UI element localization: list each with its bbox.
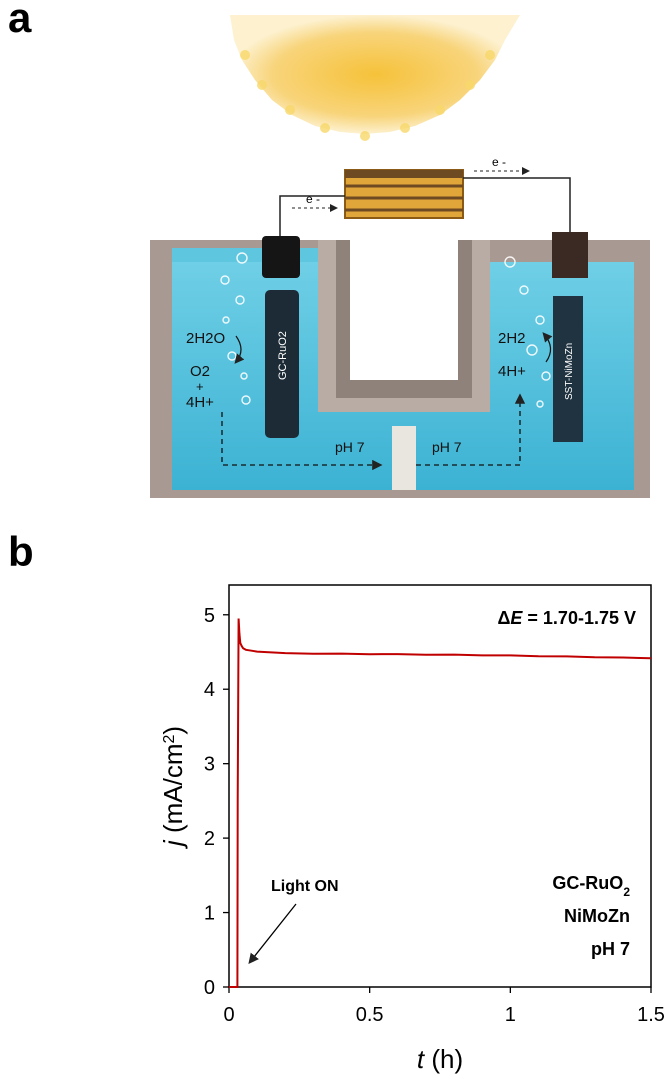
y-tick-label: 3 [204,754,215,776]
legend-line-3: pH 7 [591,939,630,959]
x-tick-label: 1.5 [637,1004,665,1026]
light-on-annotation: Light ON [271,878,339,895]
battery-icon [344,169,464,219]
panel-label-a: a [8,0,32,41]
ph-left-label: pH 7 [335,439,365,455]
anode-electrode: GC-RuO2 [262,236,300,438]
x-axis: 0 0.5 1 1.5 [223,987,665,1026]
plot-area [228,584,652,988]
y-tick-label: 5 [204,605,215,627]
y-axis-label: j (mA/cm2) [158,726,188,849]
legend-line-2: NiMoZn [564,906,630,926]
bubbles [220,202,551,408]
electron-label-left: e - [306,192,320,206]
light-on-arrow [248,903,297,965]
y-axis: 0 1 2 3 4 5 [204,605,229,999]
right-reaction-line2: 4H+ [498,363,526,380]
voltage-annotation: ΔE = 1.70-1.75 V [497,608,636,628]
x-tick-label: 0.5 [356,1004,384,1026]
panel-label-b: b [8,528,34,575]
anode-label: GC-RuO2 [277,331,289,380]
left-reaction-line1: 2H2O [186,330,225,347]
sun-icon [230,15,520,141]
ion-path-right [416,393,526,466]
electrolyzer-diagram: e - e - GC-RuO2 SST-NiMoZn 2H2O O2 + 4H+… [150,15,650,498]
left-reaction-line4: 4H+ [186,394,214,411]
right-wire [463,177,571,232]
electron-label-right: e - [492,155,506,169]
left-wire [279,195,345,236]
current-density-chart: 0 1 2 3 4 5 0 0.5 1 1.5 j (mA/cm2) t (h) ΔE = 1.… [158,584,665,1074]
left-reaction-line2: O2 [190,363,210,380]
ph-right-label: pH 7 [432,439,462,455]
y-tick-label: 0 [204,977,215,999]
y-tick-label: 2 [204,828,215,850]
y-tick-label: 1 [204,903,215,925]
y-tick-label: 4 [204,679,215,701]
x-axis-label: t (h) [417,1044,463,1074]
legend-line-1: GC-RuO2 [552,873,630,899]
cathode-electrode: SST-NiMoZn [552,232,588,442]
x-tick-label: 1 [505,1004,516,1026]
x-tick-label: 0 [223,1004,234,1026]
right-reaction-line1: 2H2 [498,330,526,347]
cathode-label: SST-NiMoZn [564,343,575,400]
left-reaction-line3: + [196,379,204,394]
series-line [229,618,652,988]
